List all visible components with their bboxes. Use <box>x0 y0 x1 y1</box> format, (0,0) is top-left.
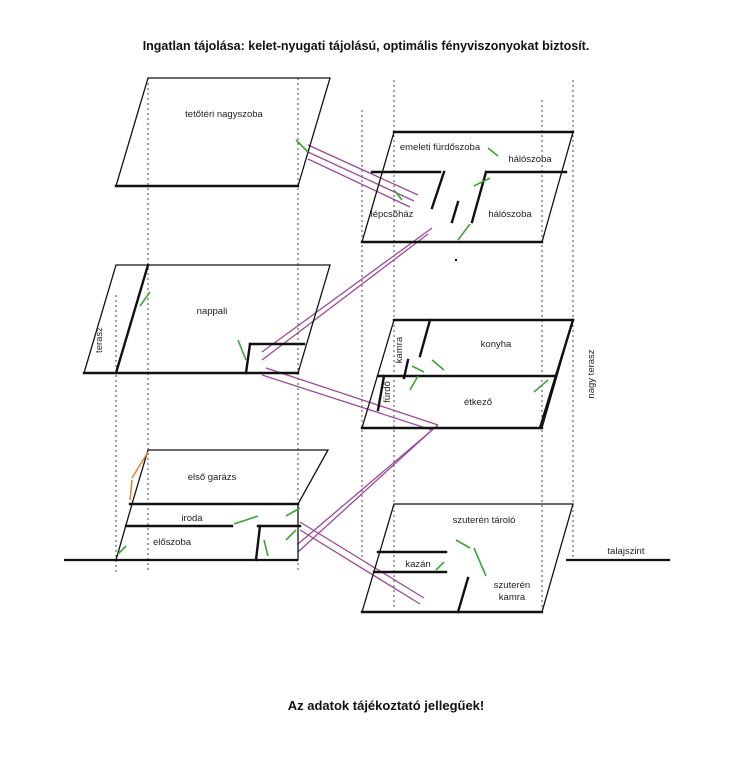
room-label-tetoteri-nagyszoba: tetőtéri nagyszoba <box>185 109 263 120</box>
room-label-kazan: kazán <box>405 559 430 570</box>
room-label-iroda: iroda <box>181 513 203 524</box>
room-label-elso-garazs: első garázs <box>188 472 237 483</box>
room-label-etkezo: étkező <box>464 397 492 408</box>
floor-ground: nappali terasz <box>82 263 331 375</box>
room-label-eloszoba: előszoba <box>153 537 192 548</box>
room-label-haloszoba-1: hálószoba <box>508 154 552 165</box>
disclaimer-note: Az adatok tájékoztató jellegűek! <box>288 698 485 713</box>
room-label-szuteren-kamra-2: kamra <box>499 592 526 603</box>
room-label-nappali: nappali <box>197 306 228 317</box>
ground-level-label: talajszint <box>608 546 645 557</box>
room-label-furdo: fürdő <box>382 381 393 403</box>
room-label-haloszoba-2: hálószoba <box>488 209 532 220</box>
floor-garage-entrance: első garázs iroda előszoba <box>115 449 330 562</box>
room-label-konyha: konyha <box>481 339 512 350</box>
room-label-szuteren-tarolo: szuterén tároló <box>453 515 516 526</box>
room-label-nagy-terasz: nagy terasz <box>586 349 597 398</box>
ground-level-line: talajszint <box>64 546 670 562</box>
room-label-terasz: terasz <box>94 327 105 353</box>
staircase-connectors <box>261 144 439 605</box>
floor-upper: emeleti fürdőszoba hálószoba lépcsőház h… <box>360 130 575 262</box>
room-label-szuteren-kamra-1: szuterén <box>494 580 530 591</box>
floor-attic: tetőtéri nagyszoba <box>114 77 331 188</box>
floor-kitchen: konyha kamra fürdő étkező nagy terasz <box>360 318 597 430</box>
room-label-emeleti-furdoszoba: emeleti fürdőszoba <box>400 142 481 153</box>
room-label-kamra: kamra <box>394 336 405 363</box>
page-title: Ingatlan tájolása: kelet-nyugati tájolás… <box>143 39 590 53</box>
floor-basement: szuterén tároló kazán szuterén kamra <box>360 503 574 614</box>
room-label-lepcsohaz: lépcsőház <box>371 209 414 220</box>
